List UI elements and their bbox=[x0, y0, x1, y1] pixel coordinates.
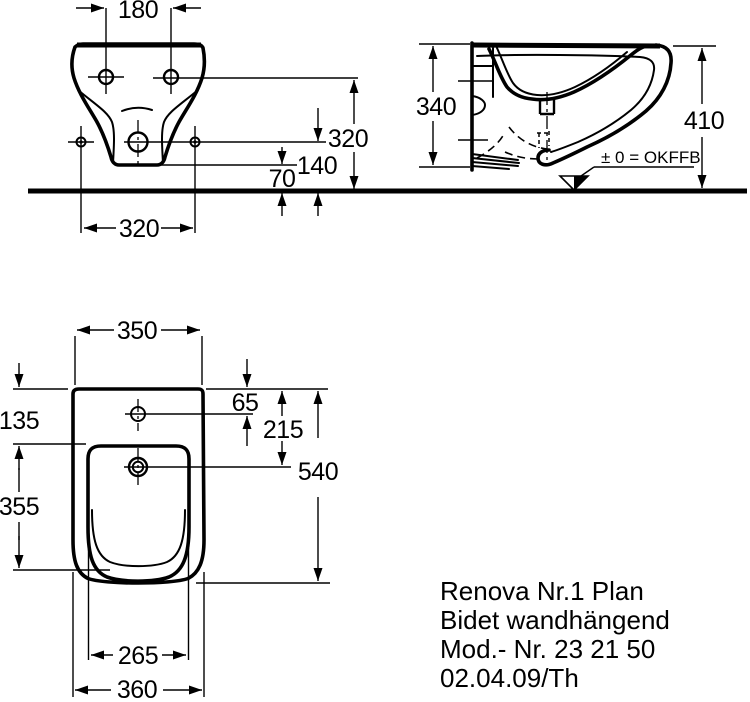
datum-triangle-fill bbox=[574, 176, 588, 190]
dim-plan-overall-depth: 540 bbox=[298, 391, 339, 581]
mounting-hole-left bbox=[97, 68, 115, 86]
datum-leader bbox=[580, 166, 595, 177]
dim-label: 320 bbox=[328, 125, 368, 153]
dim-label: 70 bbox=[269, 165, 296, 193]
dim-label: 360 bbox=[117, 676, 157, 702]
dim-plan-wall-to-bowl: 135 bbox=[0, 363, 40, 470]
dim-label: 65 bbox=[232, 389, 259, 417]
dim-front-holes-above-floor: 320 bbox=[328, 80, 369, 189]
plan-view: 350 135 355 65 215 bbox=[0, 317, 339, 702]
dim-label: 320 bbox=[119, 215, 159, 243]
side-trap-hidden-1 bbox=[476, 133, 505, 159]
product-name: Renova Nr.1 Plan bbox=[440, 576, 644, 606]
tap-hole bbox=[130, 406, 146, 422]
dim-side-body-height: 340 bbox=[416, 43, 470, 168]
side-trap-hidden-2 bbox=[504, 151, 540, 160]
side-fixing-hole-left-center bbox=[79, 140, 83, 144]
datum-label: ± 0 = OKFFB bbox=[601, 148, 701, 167]
dim-label: 355 bbox=[0, 493, 39, 521]
dim-plan-drain-offset: 215 bbox=[263, 391, 304, 465]
dim-label: 265 bbox=[118, 642, 158, 670]
side-top-rim bbox=[471, 42, 661, 49]
model-number: Mod.- Nr. 23 21 50 bbox=[440, 634, 655, 664]
datum-marker: ± 0 = OKFFB bbox=[558, 148, 701, 192]
side-view: 340 410 ± 0 = OKFFB bbox=[416, 41, 725, 192]
front-basin-back-arc bbox=[121, 106, 153, 112]
side-outer-profile bbox=[536, 43, 673, 167]
dim-plan-top-width: 350 bbox=[74, 317, 203, 385]
side-basin-profile bbox=[487, 44, 648, 102]
revision-date: 02.04.09/Th bbox=[440, 663, 579, 693]
dim-label: 140 bbox=[297, 152, 337, 180]
front-view: 180 320 140 70 320 bbox=[68, 0, 369, 243]
dim-plan-bowl-length: 355 bbox=[0, 468, 40, 568]
side-outlet-clip-hidden bbox=[537, 131, 551, 148]
dim-label: 180 bbox=[118, 0, 158, 24]
front-left-flank-curve bbox=[77, 89, 115, 164]
side-drain-outlet bbox=[538, 99, 556, 116]
side-rear-ledge bbox=[471, 153, 520, 170]
side-trap-hidden-3 bbox=[508, 126, 548, 150]
side-mounting-notch bbox=[471, 95, 487, 116]
plan-bowl-inner-curve bbox=[91, 509, 186, 568]
dim-front-rim-above-floor: 70 bbox=[269, 147, 296, 216]
side-rim-inner-edge bbox=[476, 53, 656, 153]
side-basin-inner-line bbox=[496, 47, 628, 97]
dim-front-hole-spacing: 180 bbox=[76, 0, 201, 24]
dim-label: 410 bbox=[684, 107, 724, 135]
dim-plan-bowl-width: 265 bbox=[87, 548, 190, 670]
dim-side-overall-height: 410 bbox=[673, 45, 725, 188]
dim-plan-tap-offset: 65 bbox=[232, 359, 259, 446]
side-fixing-hole-right-center bbox=[193, 140, 197, 144]
side-fixing-hole-right bbox=[189, 136, 201, 148]
plan-drain-hole-inner bbox=[131, 460, 145, 474]
dim-label: 540 bbox=[298, 458, 338, 486]
plan-bowl-rim bbox=[86, 444, 191, 583]
dim-label: 350 bbox=[117, 317, 157, 345]
mounting-hole-right bbox=[162, 68, 180, 86]
plan-drain-hole-outer bbox=[127, 456, 149, 478]
dim-label: 135 bbox=[0, 407, 39, 435]
drain-hole bbox=[127, 131, 149, 153]
side-fixing-hole-left bbox=[75, 136, 87, 148]
dim-plan-overall-width: 360 bbox=[72, 572, 205, 702]
title-block: Renova Nr.1 Plan Bidet wandhängend Mod.-… bbox=[440, 576, 670, 693]
product-type: Bidet wandhängend bbox=[440, 605, 670, 635]
dim-front-side-hole-spacing: 320 bbox=[84, 215, 193, 243]
plan-body-outline bbox=[71, 387, 206, 585]
dim-label: 340 bbox=[416, 93, 456, 121]
front-body-outline bbox=[70, 42, 207, 167]
dim-front-drain-height: 140 bbox=[297, 108, 338, 216]
dim-label: 215 bbox=[263, 416, 303, 444]
front-right-flank-curve bbox=[161, 89, 199, 164]
